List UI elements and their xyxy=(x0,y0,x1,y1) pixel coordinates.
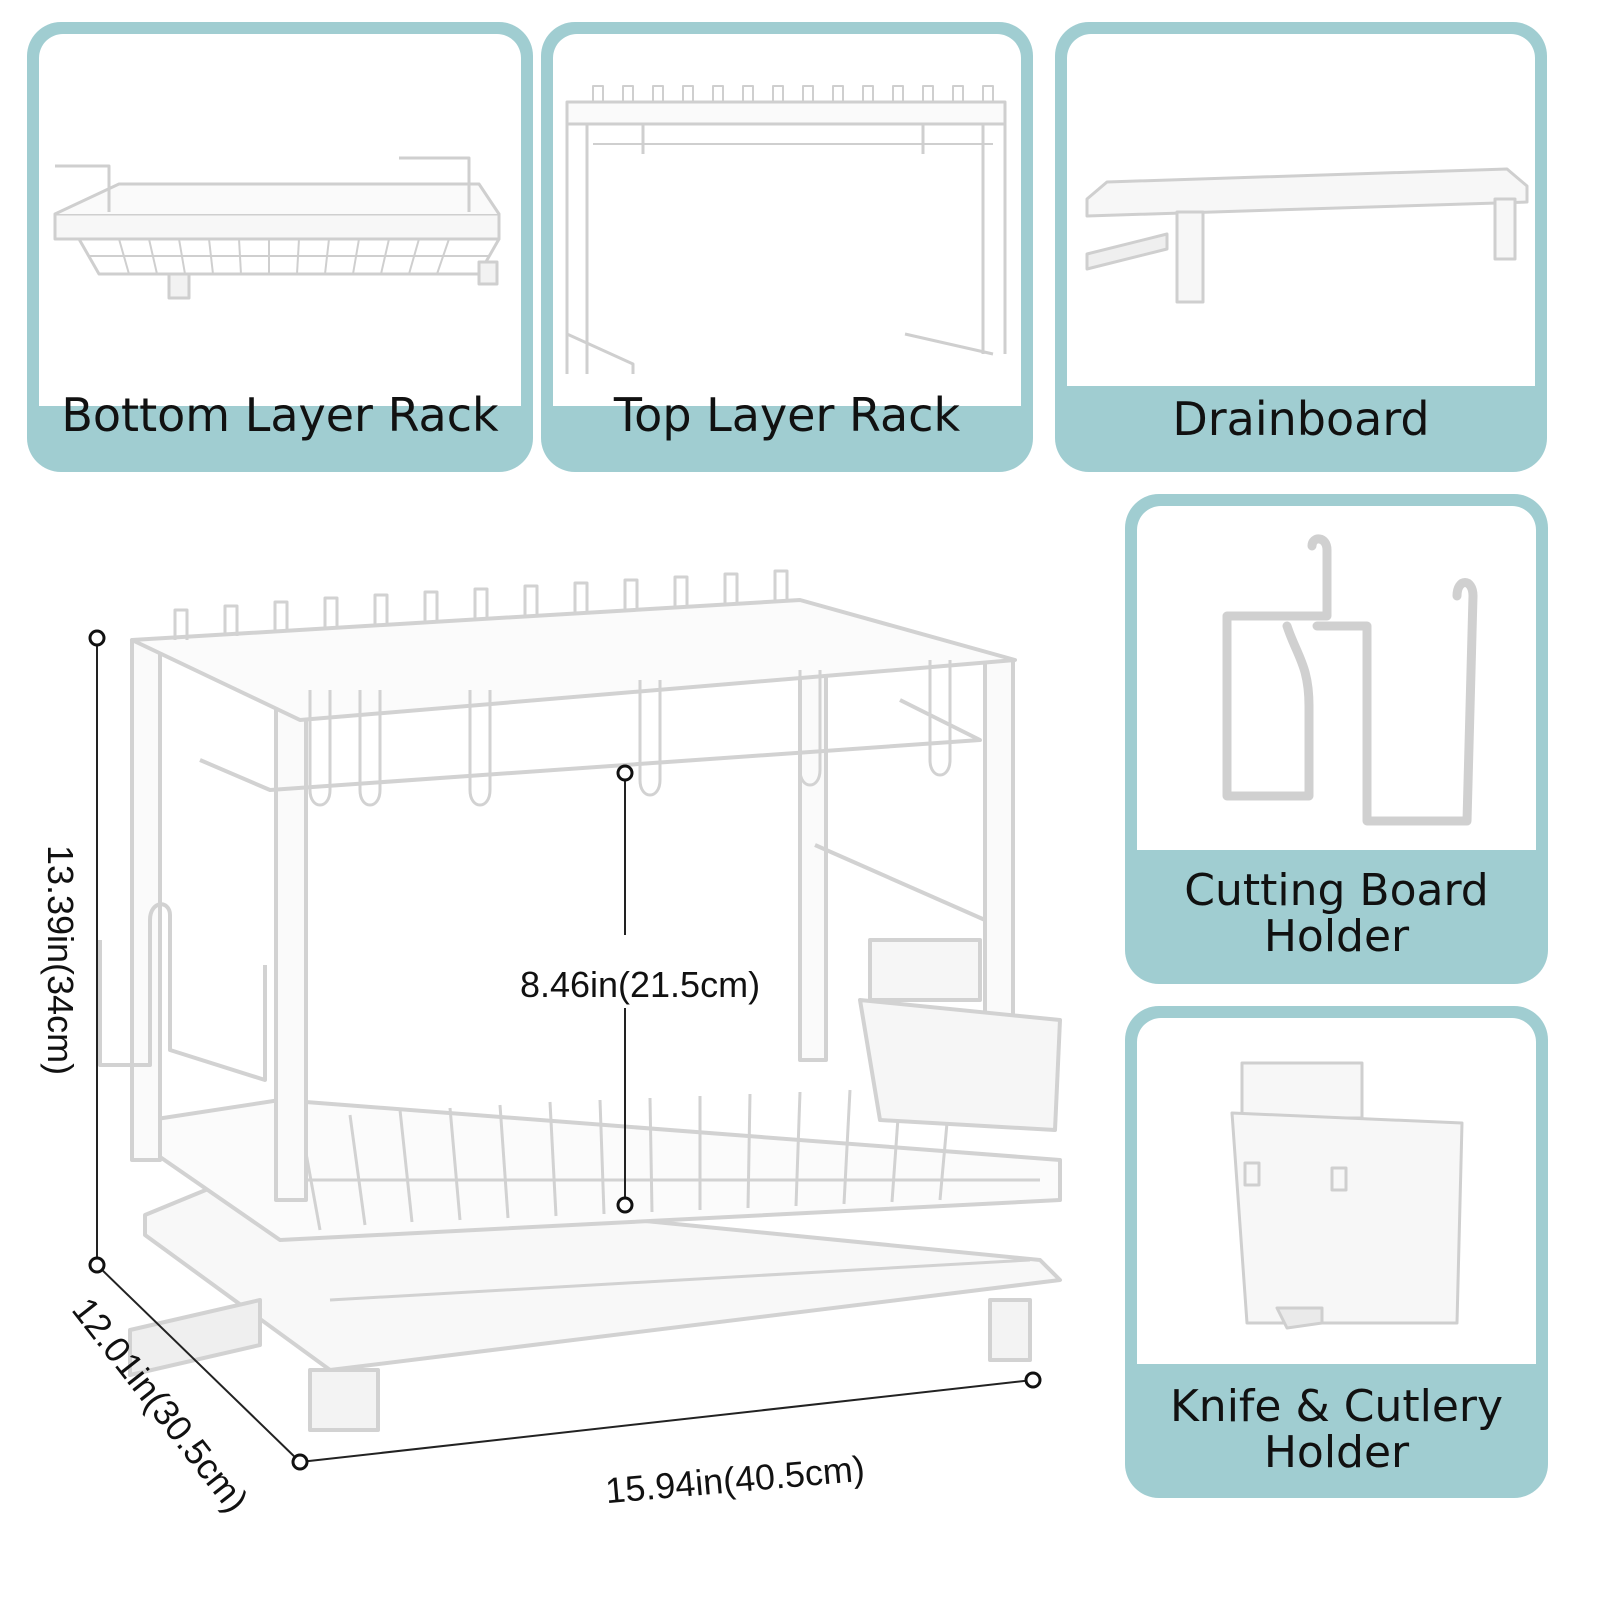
bottom-layer-rack-image xyxy=(39,34,521,406)
cutting-board-holder-label: Cutting Board Holder xyxy=(1125,868,1548,960)
bottom-layer-rack-card: Bottom Layer Rack xyxy=(27,22,533,472)
top-layer-rack-image xyxy=(553,34,1021,406)
top-layer-rack-label: Top Layer Rack xyxy=(613,388,961,442)
assembled-rack-illustration xyxy=(88,569,1062,1471)
bottom-layer-rack-label: Bottom Layer Rack xyxy=(61,388,499,442)
knife-cutlery-holder-label: Knife & Cutlery Holder xyxy=(1125,1384,1548,1476)
bottom-layer-rack-illustration xyxy=(53,156,501,300)
drainboard-card: Drainboard xyxy=(1055,22,1547,472)
knife-cutlery-holder-card: Knife & Cutlery Holder xyxy=(1125,1006,1548,1498)
top-layer-rack-card: Top Layer Rack xyxy=(541,22,1033,472)
knife-cutlery-holder-illustration xyxy=(1230,1061,1464,1330)
top-layer-rack-illustration xyxy=(565,85,1007,374)
cutting-board-holder-illustration xyxy=(1222,534,1478,826)
drainboard-image xyxy=(1067,34,1535,386)
inner-height-dimension-label: 8.46in(21.5cm) xyxy=(515,962,765,1008)
knife-cutlery-holder-label-line1: Knife & Cutlery xyxy=(1169,1381,1504,1432)
cutting-board-holder-card: Cutting Board Holder xyxy=(1125,494,1548,984)
drainboard-label: Drainboard xyxy=(1172,392,1430,446)
cutting-board-holder-image xyxy=(1137,506,1536,850)
cutting-board-holder-label-line1: Cutting Board xyxy=(1184,865,1489,916)
drainboard-illustration xyxy=(1085,167,1529,304)
knife-cutlery-holder-label-line2: Holder xyxy=(1263,1427,1410,1478)
cutting-board-holder-label-line2: Holder xyxy=(1263,911,1410,962)
knife-cutlery-holder-image xyxy=(1137,1018,1536,1364)
height-dimension-label: 13.39in(34cm) xyxy=(40,844,81,1076)
